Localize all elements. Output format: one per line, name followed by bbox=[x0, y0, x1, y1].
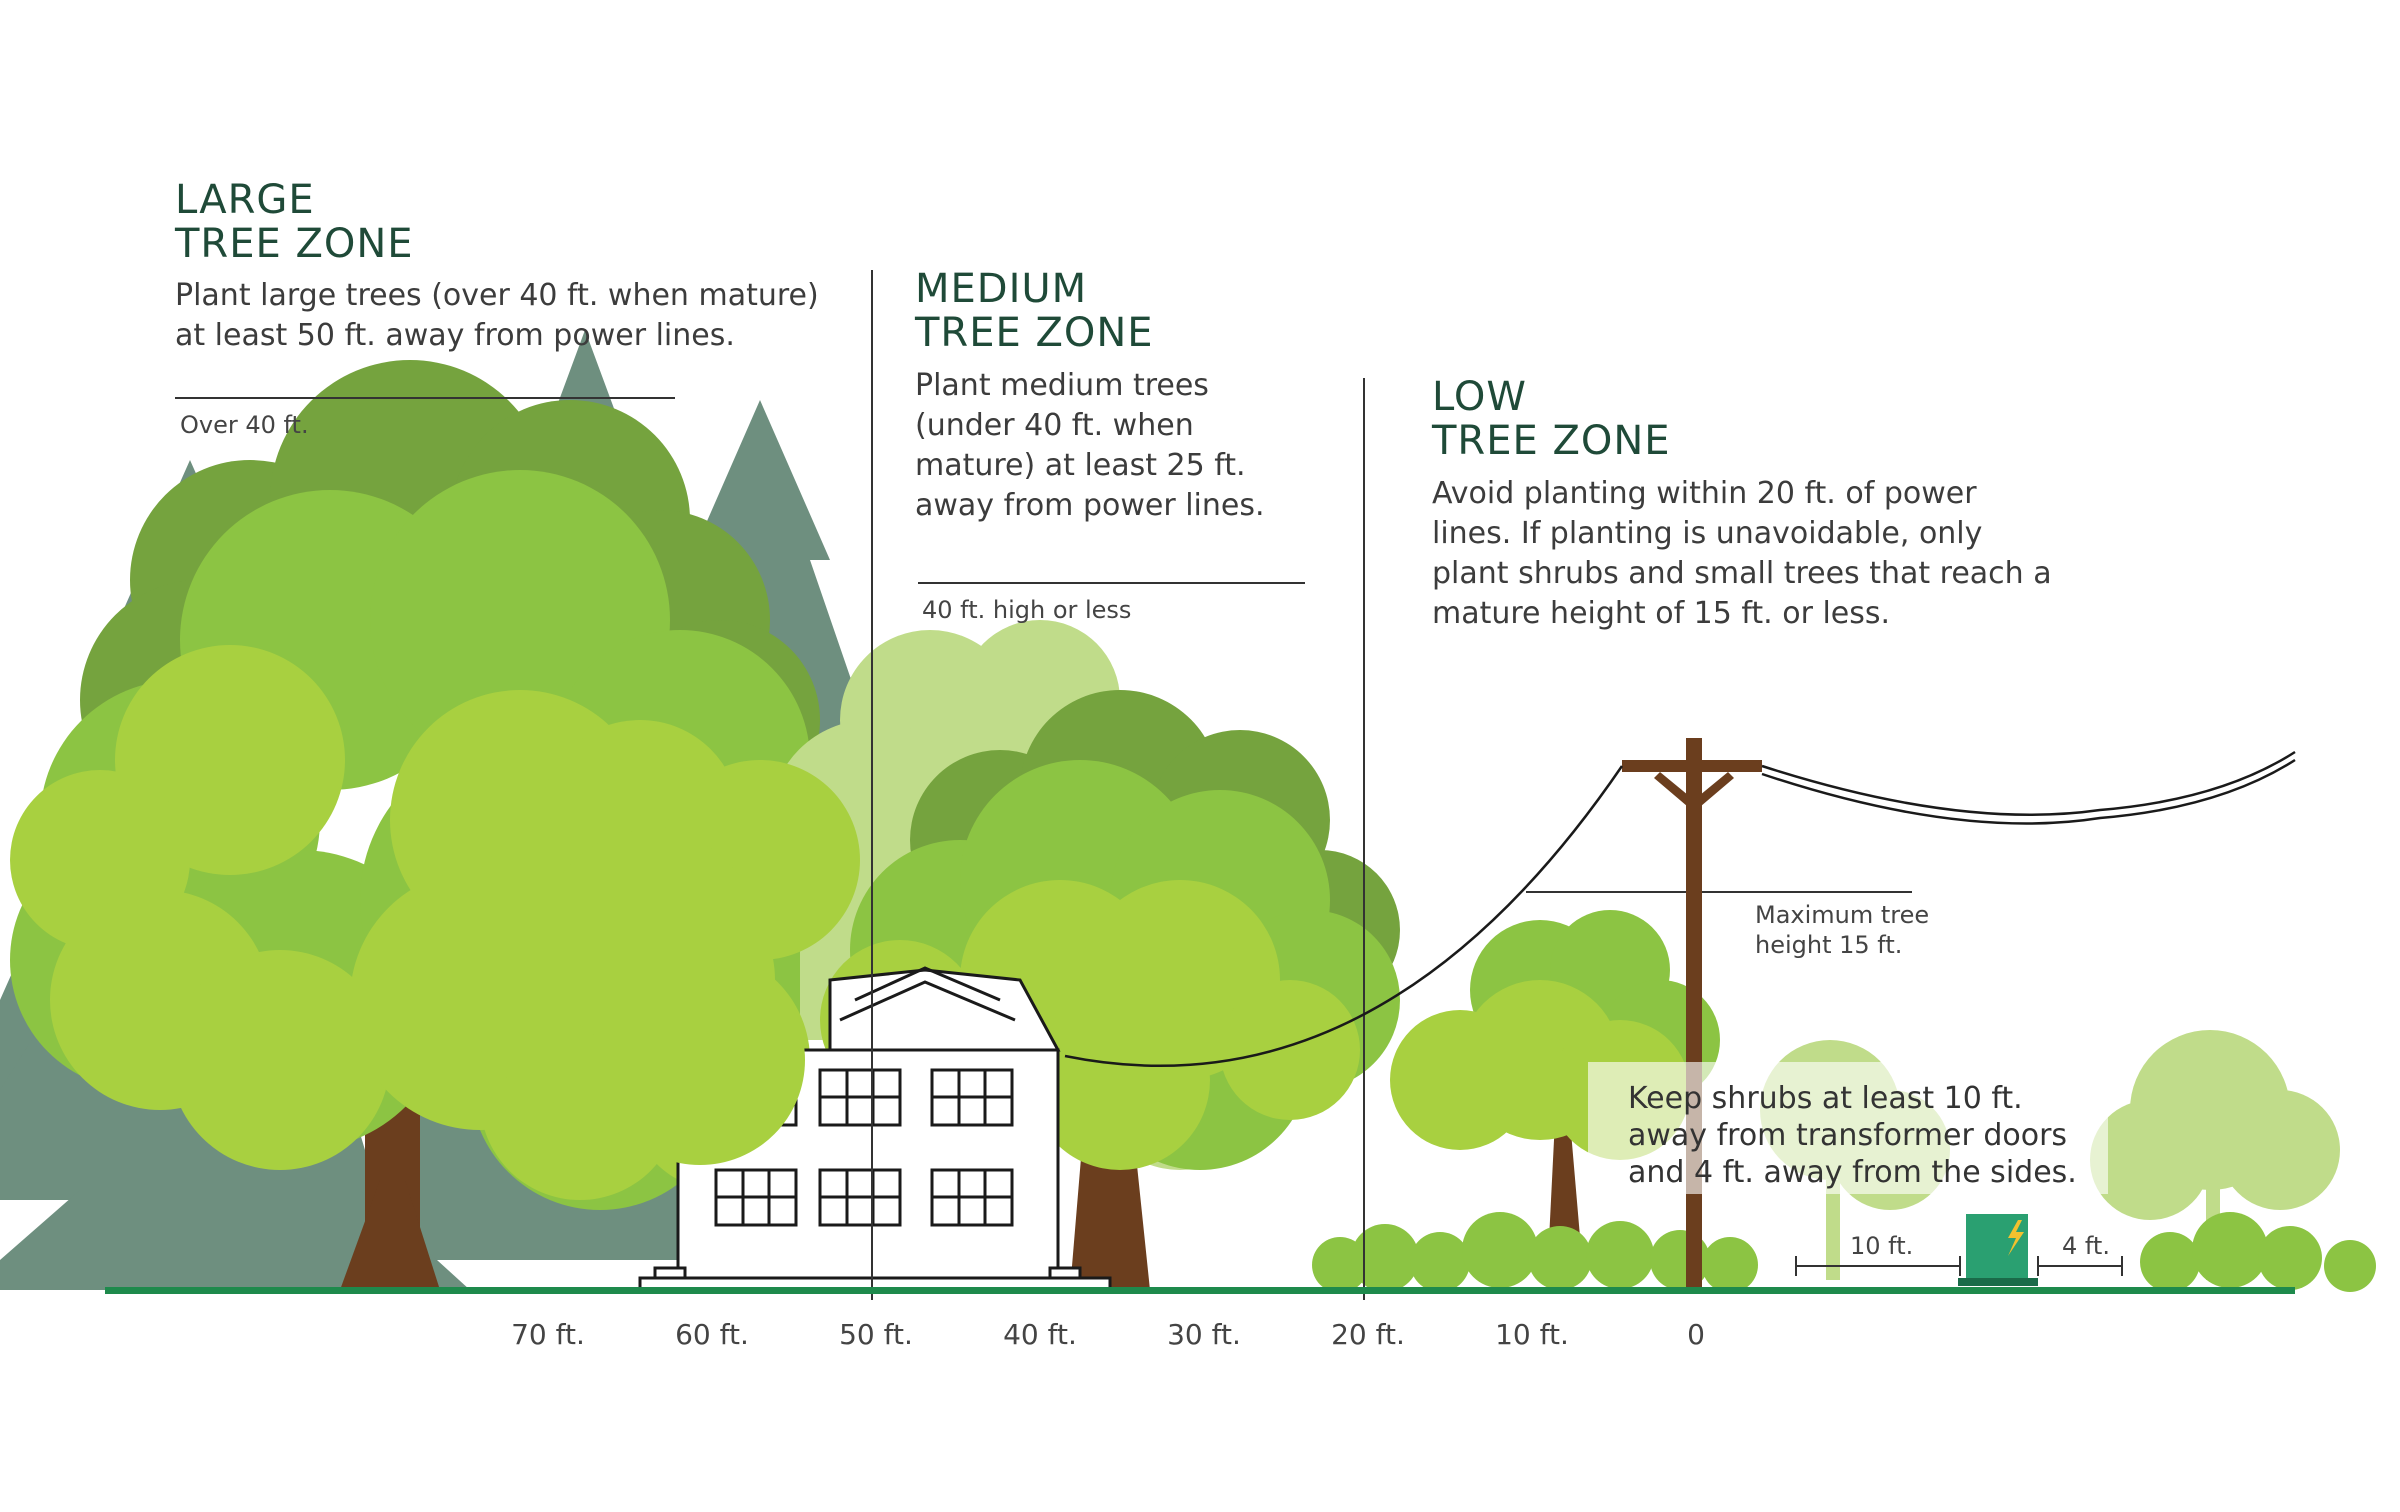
large-zone-title: LARGE TREE ZONE bbox=[175, 178, 414, 266]
shrubs bbox=[1312, 1212, 2376, 1293]
large-zone-title-line1: LARGE bbox=[175, 177, 315, 223]
low-zone-title-line1: LOW bbox=[1432, 374, 1527, 420]
axis-tick-label: 20 ft. bbox=[1331, 1318, 1405, 1351]
side-clearance-label: 4 ft. bbox=[2062, 1232, 2110, 1260]
clearance-markers bbox=[1795, 1256, 2123, 1276]
low-zone-title-line2: TREE ZONE bbox=[1432, 418, 1671, 464]
medium-zone-title: MEDIUM TREE ZONE bbox=[915, 267, 1154, 355]
ground-line bbox=[105, 1287, 2295, 1294]
axis-tick-label: 60 ft. bbox=[675, 1318, 749, 1351]
low-zone-title: LOW TREE ZONE bbox=[1432, 375, 1671, 463]
axis-tick-label: 30 ft. bbox=[1167, 1318, 1241, 1351]
axis-tick-label: 70 ft. bbox=[511, 1318, 585, 1351]
axis-tick-label: 10 ft. bbox=[1495, 1318, 1569, 1351]
transformer bbox=[1958, 1214, 2038, 1286]
large-tree-overlap bbox=[540, 830, 805, 1165]
medium-zone-description: Plant medium trees (under 40 ft. when ma… bbox=[915, 368, 1265, 523]
axis-tick-label: 50 ft. bbox=[839, 1318, 913, 1351]
large-zone-title-line2: TREE ZONE bbox=[175, 221, 414, 267]
axis-tick-label: 0 bbox=[1687, 1318, 1705, 1351]
large-tree bbox=[10, 360, 840, 1290]
medium-zone-title-line1: MEDIUM bbox=[915, 266, 1088, 312]
height-reference-lines bbox=[175, 397, 1912, 893]
door-clearance-label: 10 ft. bbox=[1850, 1232, 1914, 1260]
axis-tick-label: 40 ft. bbox=[1003, 1318, 1077, 1351]
house bbox=[638, 966, 1112, 1294]
shrub-clearance-note: Keep shrubs at least 10 ft. away from tr… bbox=[1588, 1062, 2108, 1194]
medium-zone-height-label: 40 ft. high or less bbox=[922, 596, 1132, 624]
zone-dividers bbox=[871, 270, 1365, 1300]
low-zone-description: Avoid planting within 20 ft. of power li… bbox=[1432, 476, 2052, 631]
large-zone-description: Plant large trees (over 40 ft. when matu… bbox=[175, 278, 819, 353]
lightning-icon bbox=[2008, 1220, 2024, 1256]
power-lines bbox=[1064, 750, 2296, 1068]
medium-zone-title-line2: TREE ZONE bbox=[915, 310, 1154, 356]
large-zone-height-label: Over 40 ft. bbox=[180, 411, 309, 439]
low-zone-height-label: Maximum tree height 15 ft. bbox=[1755, 901, 1930, 959]
